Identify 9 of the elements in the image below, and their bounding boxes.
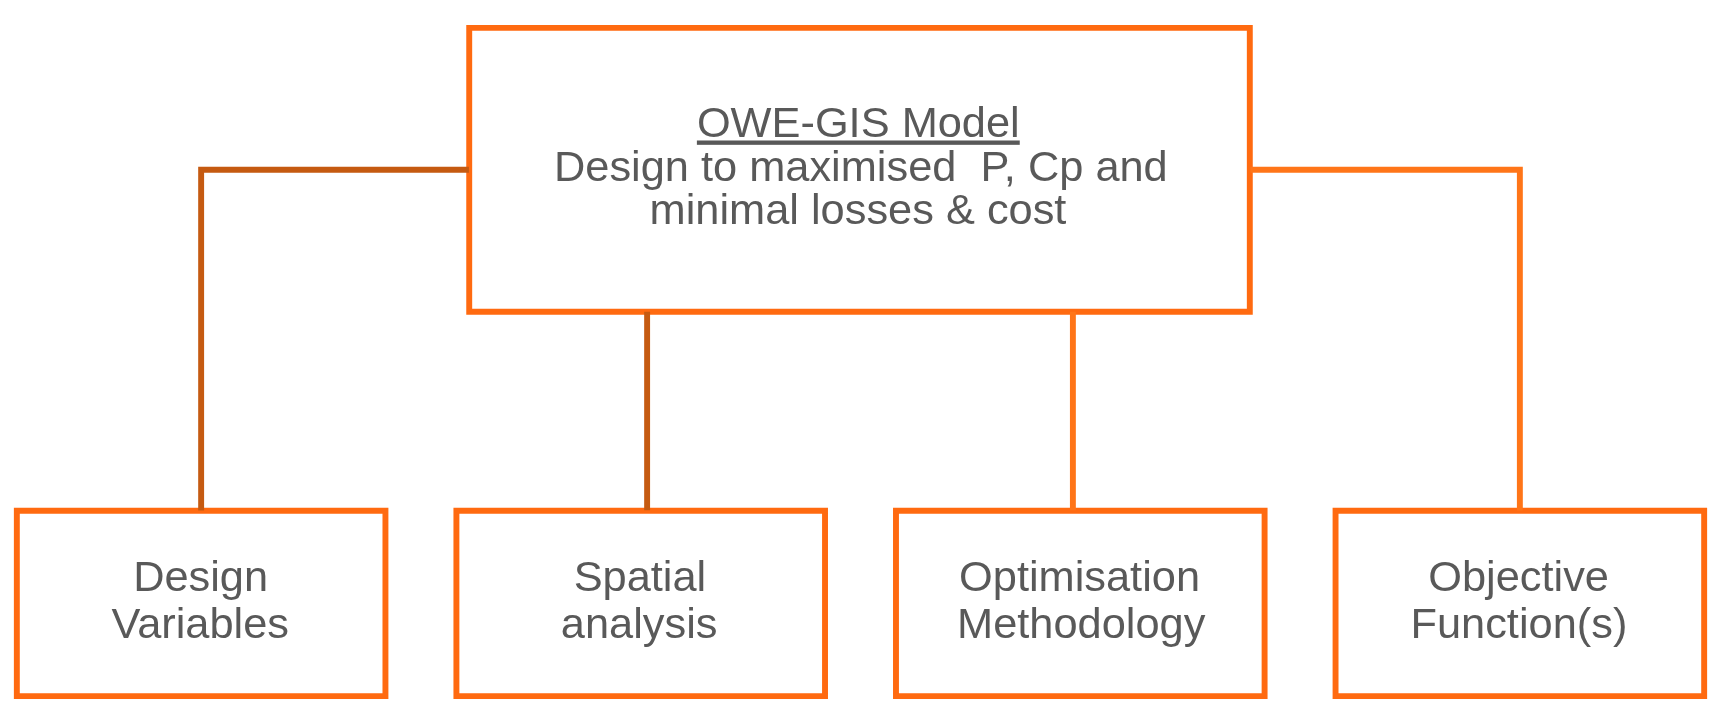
node-box: Objective Function(s) bbox=[1332, 507, 1708, 699]
node-box: Optimisation Methodology bbox=[893, 507, 1268, 699]
node-box: Design Variables bbox=[13, 507, 389, 699]
node-box: Spatial analysis bbox=[453, 507, 828, 699]
connector bbox=[644, 311, 651, 510]
connector bbox=[1250, 166, 1523, 510]
connector bbox=[198, 166, 469, 510]
node-box: OWE-GIS Model Design to maximised P, Cp and minimal losses & cost bbox=[466, 24, 1253, 315]
connector bbox=[1069, 311, 1076, 510]
